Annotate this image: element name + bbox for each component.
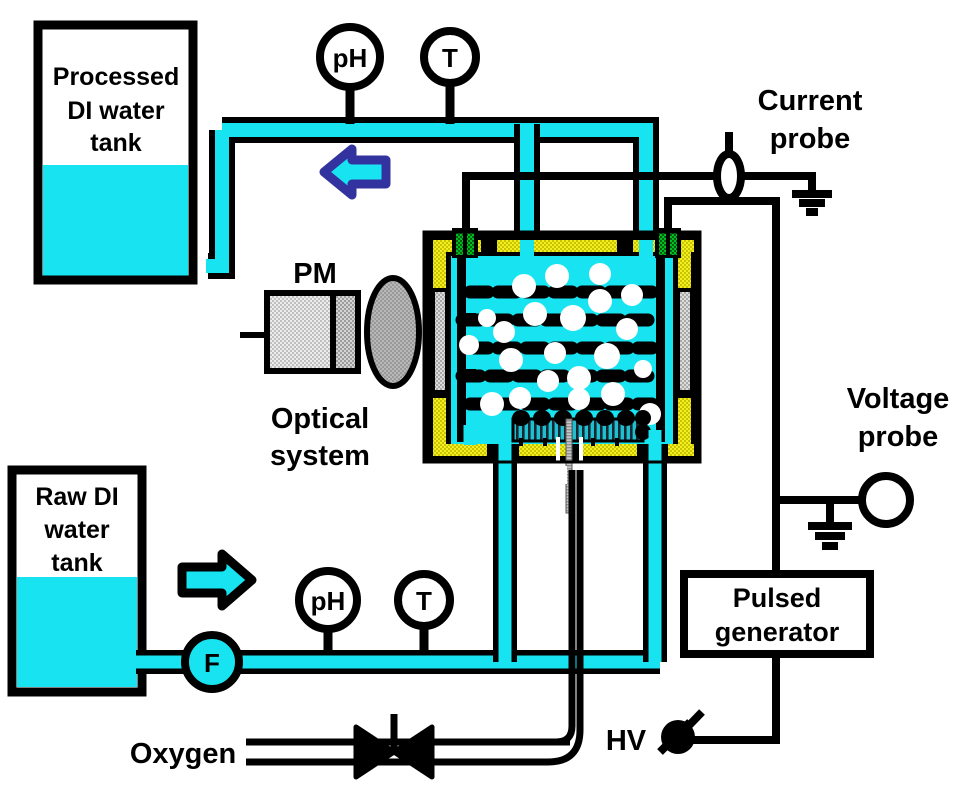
ph-gauge-bottom[interactable]: pH — [295, 567, 361, 655]
voltage-probe-circuit: Voltage probe — [776, 383, 950, 550]
insulation-bottom-midleft — [519, 444, 567, 456]
right-electrode-bus — [656, 256, 665, 442]
right-feedthrough-a — [659, 231, 666, 255]
right-feedthrough-b — [670, 231, 677, 255]
hv-label: HV — [606, 725, 647, 757]
left-optical-window — [433, 290, 447, 392]
temperature-gauge-bottom[interactable]: T — [394, 570, 454, 655]
voltage-probe-ground — [808, 522, 852, 550]
ph-gauge-top-label: pH — [333, 43, 368, 73]
pulsed-generator[interactable]: Pulsed generator — [680, 570, 874, 658]
current-probe-circuit: Current probe — [462, 85, 863, 228]
insulation-left-lower — [433, 398, 446, 456]
pulsed-generator-label-line1: Pulsed — [733, 583, 822, 613]
insulation-bottom-right — [668, 444, 694, 456]
processed-di-water-tank: Processed DI water tank — [33, 20, 198, 285]
pm-body — [264, 290, 336, 374]
return-pipe-top — [206, 117, 659, 279]
voltage-probe-label-line2: probe — [858, 421, 939, 453]
raw-di-water-tank: Raw DI water tank — [7, 465, 147, 697]
processed-tank-label-line3: tank — [90, 129, 142, 157]
optical-system: PM Optical system — [240, 258, 422, 472]
feed-pipe-top-overlay — [520, 240, 653, 272]
flowmeter-label: F — [204, 648, 220, 678]
current-probe-ground — [792, 190, 832, 216]
processed-tank-label-line1: Processed — [53, 63, 179, 91]
reactor-frame-detail — [422, 230, 702, 464]
raw-tank-label-line1: Raw DI — [35, 483, 118, 511]
processed-tank-label-line2: DI water — [67, 97, 165, 125]
reactor-bottom-pipes — [493, 440, 667, 662]
reactor-to-generator-wire — [664, 197, 780, 574]
raw-tank-label-line2: water — [43, 516, 110, 544]
temperature-gauge-top-label: T — [442, 43, 458, 73]
hv-switch-node — [661, 720, 695, 754]
raw-tank-label-line3: tank — [51, 549, 103, 577]
voltage-probe-node — [858, 472, 914, 528]
current-probe-label-line2: probe — [770, 123, 851, 155]
flowmeter[interactable]: F — [181, 631, 243, 693]
left-feedthrough-b — [467, 231, 474, 255]
optical-system-label-line1: Optical — [271, 403, 369, 435]
gas-bubbles — [459, 263, 661, 425]
plasma-reactor — [424, 228, 700, 514]
optical-system-label-line2: system — [270, 440, 370, 472]
feed-flow-arrow — [177, 549, 257, 611]
ph-gauge-top[interactable]: pH — [316, 23, 384, 124]
return-flow-arrow — [319, 144, 391, 200]
pulsed-generator-label-line2: generator — [715, 617, 840, 647]
temperature-gauge-bottom-label: T — [416, 586, 432, 616]
insulation-right-upper — [678, 240, 691, 288]
insulation-bottom-left — [437, 444, 487, 456]
insulation-lid-mid — [497, 240, 617, 252]
current-probe-label-line1: Current — [758, 85, 863, 117]
pm-label: PM — [293, 258, 337, 290]
hv-switch-circuit: HV — [606, 654, 780, 757]
oxygen-gas-line: Oxygen — [130, 470, 584, 770]
insulation-left-upper — [433, 240, 446, 288]
ph-gauge-bottom-label: pH — [311, 586, 346, 616]
optical-lens — [364, 275, 422, 389]
insulation-bottom-midright — [583, 444, 637, 456]
voltage-probe-label-line1: Voltage — [847, 383, 950, 415]
temperature-gauge-top[interactable]: T — [420, 27, 480, 124]
pm-window — [330, 290, 361, 374]
right-optical-window — [678, 290, 692, 392]
oxygen-butterfly-valve[interactable] — [353, 714, 435, 780]
current-probe-loop — [713, 150, 745, 202]
left-feedthrough-a — [456, 231, 463, 255]
oxygen-label: Oxygen — [130, 738, 236, 770]
insulation-right-lower — [678, 398, 691, 456]
